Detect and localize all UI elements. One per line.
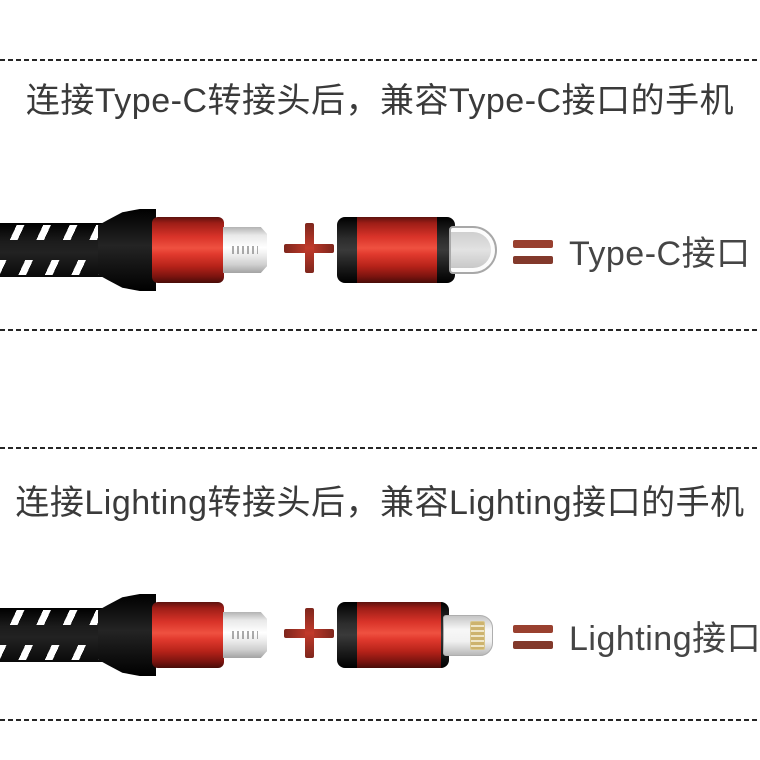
dashed-divider-top [0,59,760,61]
cable-stripes-bottom [0,645,108,660]
dashed-divider-mid2 [0,447,760,449]
micro-usb-tip-marks [232,631,258,639]
compat-row-lightning: Lighting接口 [0,580,760,690]
cable-strain-relief [98,209,156,291]
typec-port-label: Type-C接口 [569,234,751,273]
cable-connector-shell [152,602,224,668]
micro-usb-tip [223,227,267,273]
typec-adapter [337,217,497,283]
cable-connector-shell [152,217,224,283]
equals-icon [513,240,553,264]
micro-usb-tip [223,612,267,658]
cable-stripes-top [0,225,110,240]
lightning-port-label: Lighting接口 [569,619,760,658]
dashed-divider-mid1 [0,329,760,331]
lightning-tip [443,615,493,656]
plus-icon [284,223,334,273]
cable-stripes-bottom [0,260,108,275]
micro-usb-tip-marks [232,246,258,254]
equals-icon [513,625,553,649]
lightning-adapter-red-sleeve [357,602,441,668]
cable-strain-relief [98,594,156,676]
typec-tip-inner [451,232,491,268]
dashed-divider-bottom [0,719,760,721]
lightning-adapter [337,602,493,668]
plus-icon [284,608,334,658]
section-lightning-heading: 连接Lighting转接头后，兼容Lighting接口的手机 [15,484,745,522]
typec-tip [449,226,497,274]
cable-stripes-top [0,610,110,625]
section-typec-heading: 连接Type-C转接头后，兼容Type-C接口的手机 [25,82,735,120]
lightning-tip-contacts [470,621,485,650]
compat-row-typec: Type-C接口 [0,195,760,305]
typec-adapter-red-sleeve [357,217,437,283]
